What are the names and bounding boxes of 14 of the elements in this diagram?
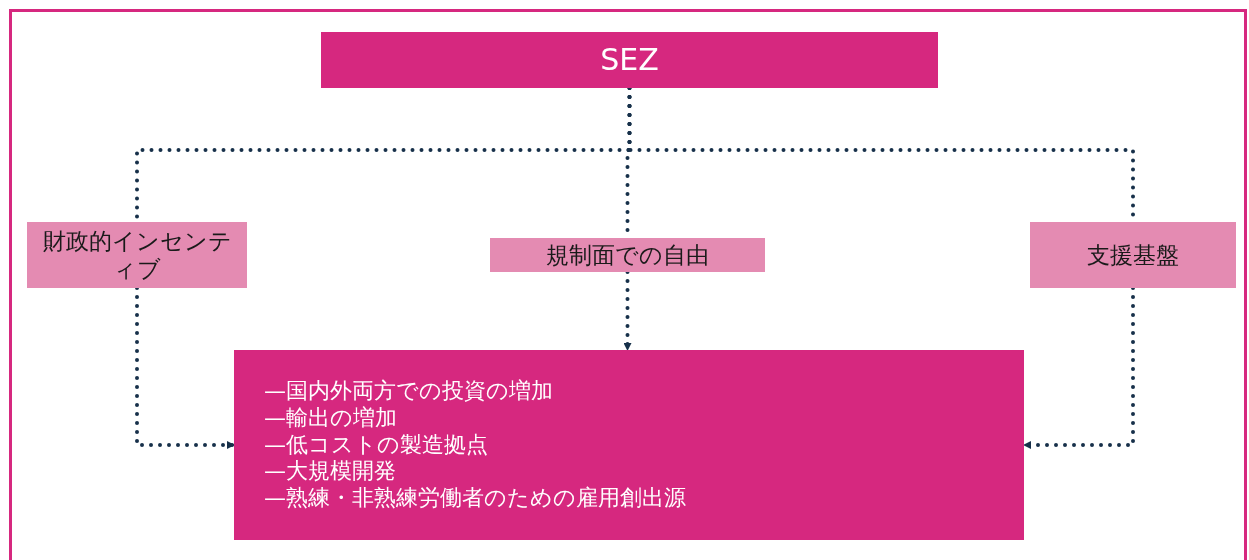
list-item: —低コストの製造拠点 — [264, 431, 488, 459]
list-item: —大規模開発 — [264, 458, 396, 486]
list-item: —国内外両方での投資の増加 — [264, 377, 553, 405]
list-item: —輸出の増加 — [264, 404, 397, 432]
category-box — [1030, 222, 1236, 288]
box-label: SEZ — [600, 41, 659, 79]
box-label: 財政的インセンティブ — [41, 226, 233, 284]
title-box — [321, 32, 938, 88]
box-label: 規制面での自由 — [546, 240, 709, 269]
category-box — [27, 222, 247, 288]
result-box — [234, 350, 1024, 540]
category-box — [490, 238, 765, 272]
box-label: 支援基盤 — [1087, 240, 1179, 269]
list-item: —熟練・非熟練労働者のための雇用創出源 — [264, 485, 686, 513]
